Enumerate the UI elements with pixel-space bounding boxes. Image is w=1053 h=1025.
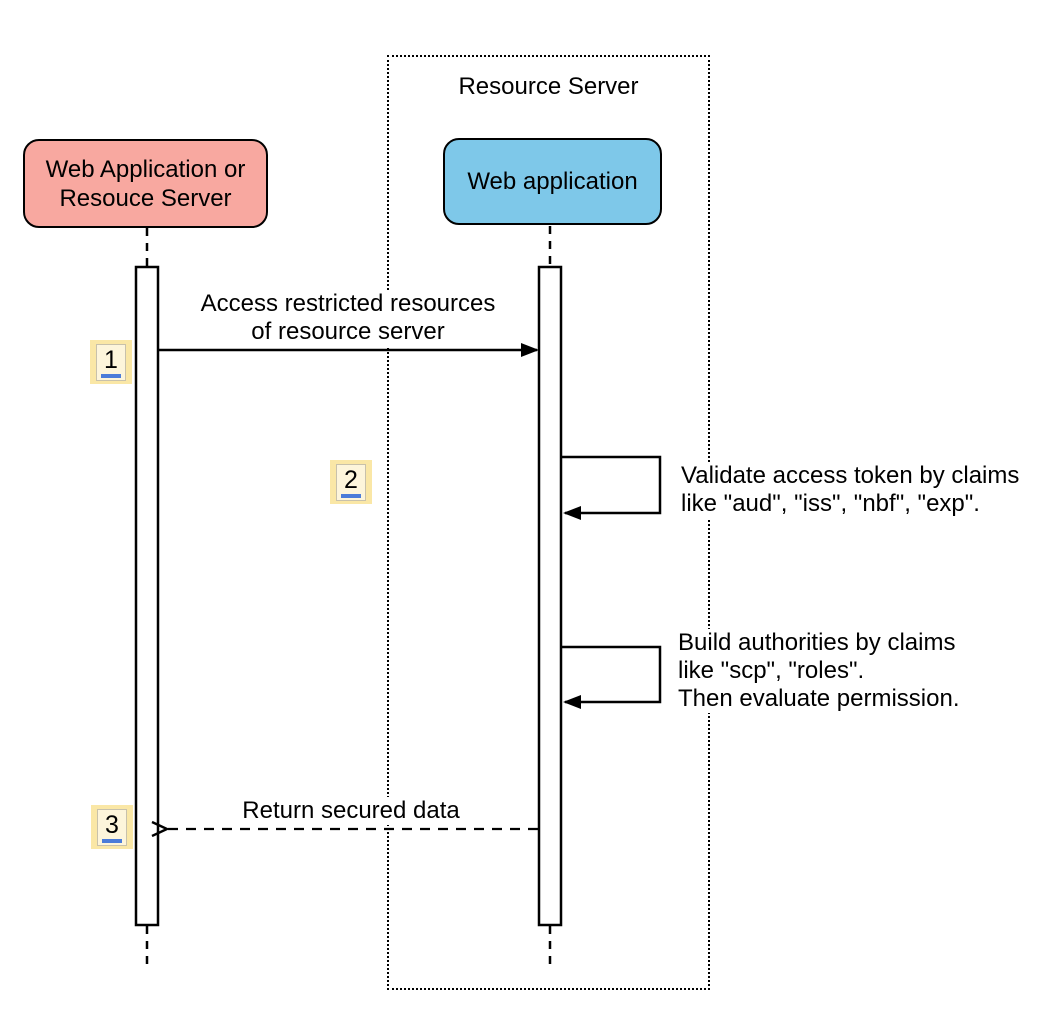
resource-server-frame: Resource Server	[387, 55, 710, 990]
message-access-label: Access restricted resources of resource …	[178, 290, 518, 346]
badge-1-number: 1	[104, 345, 118, 374]
badge-3-inner: 3	[97, 808, 127, 846]
actor-server-box: Web application	[443, 138, 662, 225]
message-number-badge-2: 2	[330, 460, 372, 504]
actor-server-label: Web application	[467, 168, 638, 195]
badge-3-underline	[102, 838, 122, 843]
message-number-badge-3: 3	[91, 805, 133, 849]
badge-3-number: 3	[105, 810, 119, 839]
message-return-label: Return secured data	[216, 797, 486, 825]
badge-1-underline	[101, 373, 121, 378]
actor-client-box: Web Application or Resouce Server	[23, 139, 268, 228]
activation-bar-server	[537, 265, 563, 927]
message-number-badge-1: 1	[90, 340, 132, 384]
frame-title: Resource Server	[458, 73, 639, 100]
message-validate-label: Validate access token by claims like "au…	[681, 462, 1020, 518]
badge-2-underline	[341, 493, 361, 498]
activation-bar-client	[134, 265, 160, 927]
badge-2-number: 2	[344, 465, 358, 494]
self-message-validate-loop	[561, 455, 662, 520]
self-message-build-loop	[561, 645, 662, 709]
actor-client-label: Web Application or Resouce Server	[45, 155, 246, 212]
badge-1-inner: 1	[96, 343, 126, 381]
message-build-label: Build authorities by claims like "scp", …	[678, 629, 960, 713]
badge-2-inner: 2	[336, 463, 366, 501]
